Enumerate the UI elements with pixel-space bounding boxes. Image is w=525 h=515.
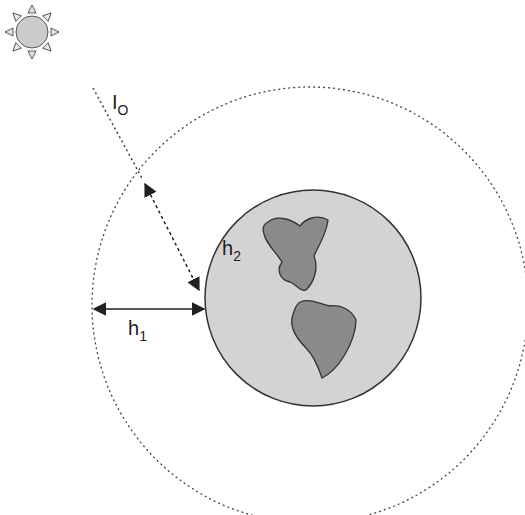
continent <box>292 301 356 378</box>
path-length-arrow <box>145 184 199 290</box>
dimension-label: h2 <box>222 238 241 258</box>
height-arrow <box>94 308 204 310</box>
intensity-label: IO <box>112 92 128 112</box>
sun-symbol <box>5 5 59 59</box>
sun-ray <box>93 88 143 180</box>
earth <box>205 190 421 406</box>
continent <box>263 217 328 290</box>
atmosphere-boundary <box>92 87 525 515</box>
dimension-label: h1 <box>128 318 147 338</box>
